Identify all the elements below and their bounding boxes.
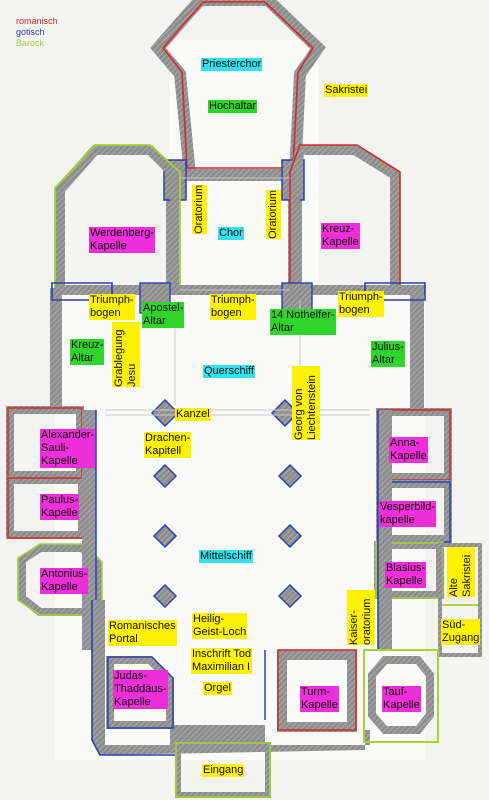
label-triumph-right: Triumph- bogen <box>338 291 384 317</box>
label-inschrift: Inschrift Tod Maximilian I <box>191 648 253 674</box>
nave-pillars <box>150 398 303 609</box>
legend-gotisch: gotisch <box>16 27 45 37</box>
label-vesperbild: Vesperbild- kapelle <box>379 501 437 527</box>
label-turm: Turm- Kapelle <box>300 686 339 712</box>
nave-walls <box>82 410 392 650</box>
label-alte-sakristei: Alte Sakristei <box>447 547 475 597</box>
label-priesterchor: Priesterchor <box>201 58 263 71</box>
label-triumph-mid: Triumph- bogen <box>210 294 256 320</box>
judas-chapel-walls <box>106 656 174 729</box>
label-mittelschiff: Mittelschiff <box>199 550 253 563</box>
eingang-porch-walls <box>175 742 271 798</box>
label-oratorium-right: Oratorium <box>266 190 281 239</box>
label-alexander: Alexander- Sauli- Kapelle <box>40 429 96 468</box>
west-front-walls <box>91 600 370 756</box>
label-triumph-left: Triumph- bogen <box>89 294 135 320</box>
label-antonius: Antonius- Kapelle <box>40 568 89 594</box>
label-querschiff: Querschiff <box>203 365 255 378</box>
label-paulus: Paulus- Kapelle <box>40 494 80 520</box>
label-heilig-geist: Heilig- Geist-Loch <box>192 613 248 639</box>
label-drachen: Drachen- Kapitell <box>144 432 192 458</box>
label-chor: Chor <box>218 227 244 240</box>
tauf-chapel-walls <box>363 649 439 743</box>
legend-romanisch: romanisch <box>16 16 58 26</box>
label-kaiser-oratorium: Kaiser- oratorium <box>347 590 375 645</box>
label-sued-zugang: Süd- Zugang <box>441 619 481 645</box>
label-apostel: Apostel- Altar <box>142 302 185 328</box>
label-nothelfer: 14 Nothelfer- Altar <box>270 309 336 335</box>
label-grablegung: Grablegung Jesu <box>112 322 140 387</box>
label-romanisches-portal: Romanisches Portal <box>108 620 177 646</box>
label-georg: Georg von Liechtenstein <box>292 366 320 440</box>
label-blasius: Blasius- Kapelle <box>385 562 427 588</box>
label-hochaltar: Hochaltar <box>208 100 258 113</box>
label-julius: Julius- Altar <box>371 341 405 367</box>
label-oratorium-left: Oratorium <box>192 185 207 234</box>
label-werdenberg: Werdenberg- Kapelle <box>89 227 155 253</box>
legend-barock: Barock <box>16 38 45 48</box>
label-eingang: Eingang <box>202 764 245 777</box>
label-anna: Anna- Kapelle <box>389 437 428 463</box>
label-sakristei: Sakristei <box>324 84 369 97</box>
label-kreuz-altar: Kreuz- Altar <box>70 339 105 365</box>
label-tauf: Tauf- Kapelle <box>382 686 421 712</box>
label-kanzel: Kanzel <box>175 408 211 421</box>
legend: romanisch gotisch Barock <box>16 16 58 49</box>
label-orgel: Orgel <box>203 682 232 695</box>
turm-chapel-walls <box>264 649 357 732</box>
werdenberg-chapel-walls <box>54 144 181 295</box>
label-kreuz-kapelle: Kreuz- Kapelle <box>321 223 360 249</box>
label-judas: Judas- Thaddäus- Kapelle <box>113 670 168 709</box>
